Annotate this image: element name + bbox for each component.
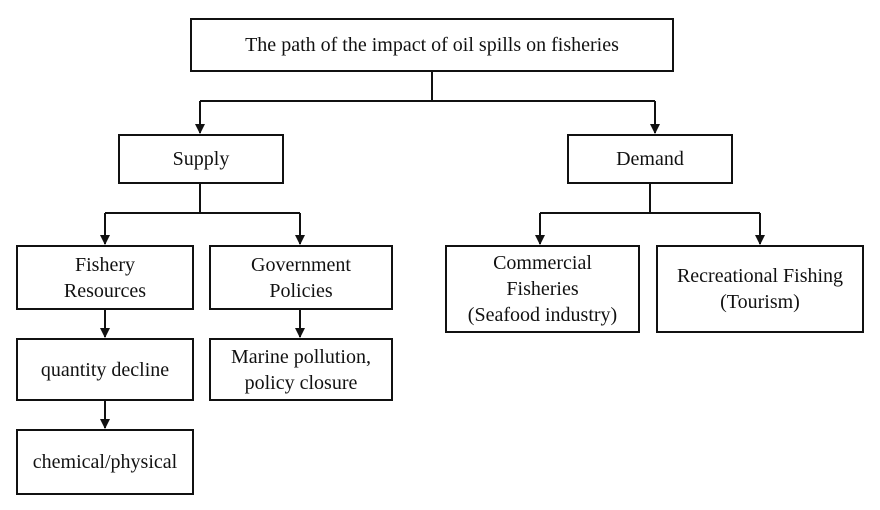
root-node: The path of the impact of oil spills on … <box>190 18 674 72</box>
marine-pollution-node: Marine pollution, policy closure <box>209 338 393 401</box>
commercial-fisheries-node: Commercial Fisheries (Seafood industry) <box>445 245 640 333</box>
supply-node: Supply <box>118 134 284 184</box>
fishery-resources-node: Fishery Resources <box>16 245 194 310</box>
chemical-physical-node: chemical/physical <box>16 429 194 495</box>
supply-label: Supply <box>172 148 230 170</box>
chemical-physical-label: chemical/physical <box>32 451 178 473</box>
fishery-resources-line-2: Resources <box>63 279 147 302</box>
marine-pollution-line-2: policy closure <box>244 371 358 394</box>
demand-label: Demand <box>616 148 684 170</box>
fishery-resources-line-1: Fishery <box>75 253 135 276</box>
government-policies-line-2: Policies <box>269 279 333 302</box>
quantity-decline-node: quantity decline <box>16 338 194 401</box>
marine-pollution-line-1: Marine pollution, <box>231 345 371 368</box>
government-policies-node: Government Policies <box>209 245 393 310</box>
root-label: The path of the impact of oil spills on … <box>245 34 619 56</box>
demand-node: Demand <box>567 134 733 184</box>
recreational-fishing-node: Recreational Fishing (Tourism) <box>656 245 864 333</box>
recreational-fishing-line-2: (Tourism) <box>720 291 800 313</box>
commercial-fisheries-line-2: Fisheries <box>506 278 579 300</box>
quantity-decline-label: quantity decline <box>40 358 170 381</box>
recreational-fishing-line-1: Recreational Fishing <box>676 265 844 287</box>
government-policies-line-1: Government <box>251 253 351 276</box>
commercial-fisheries-line-3: (Seafood industry) <box>467 304 618 326</box>
commercial-fisheries-line-1: Commercial <box>493 252 592 274</box>
